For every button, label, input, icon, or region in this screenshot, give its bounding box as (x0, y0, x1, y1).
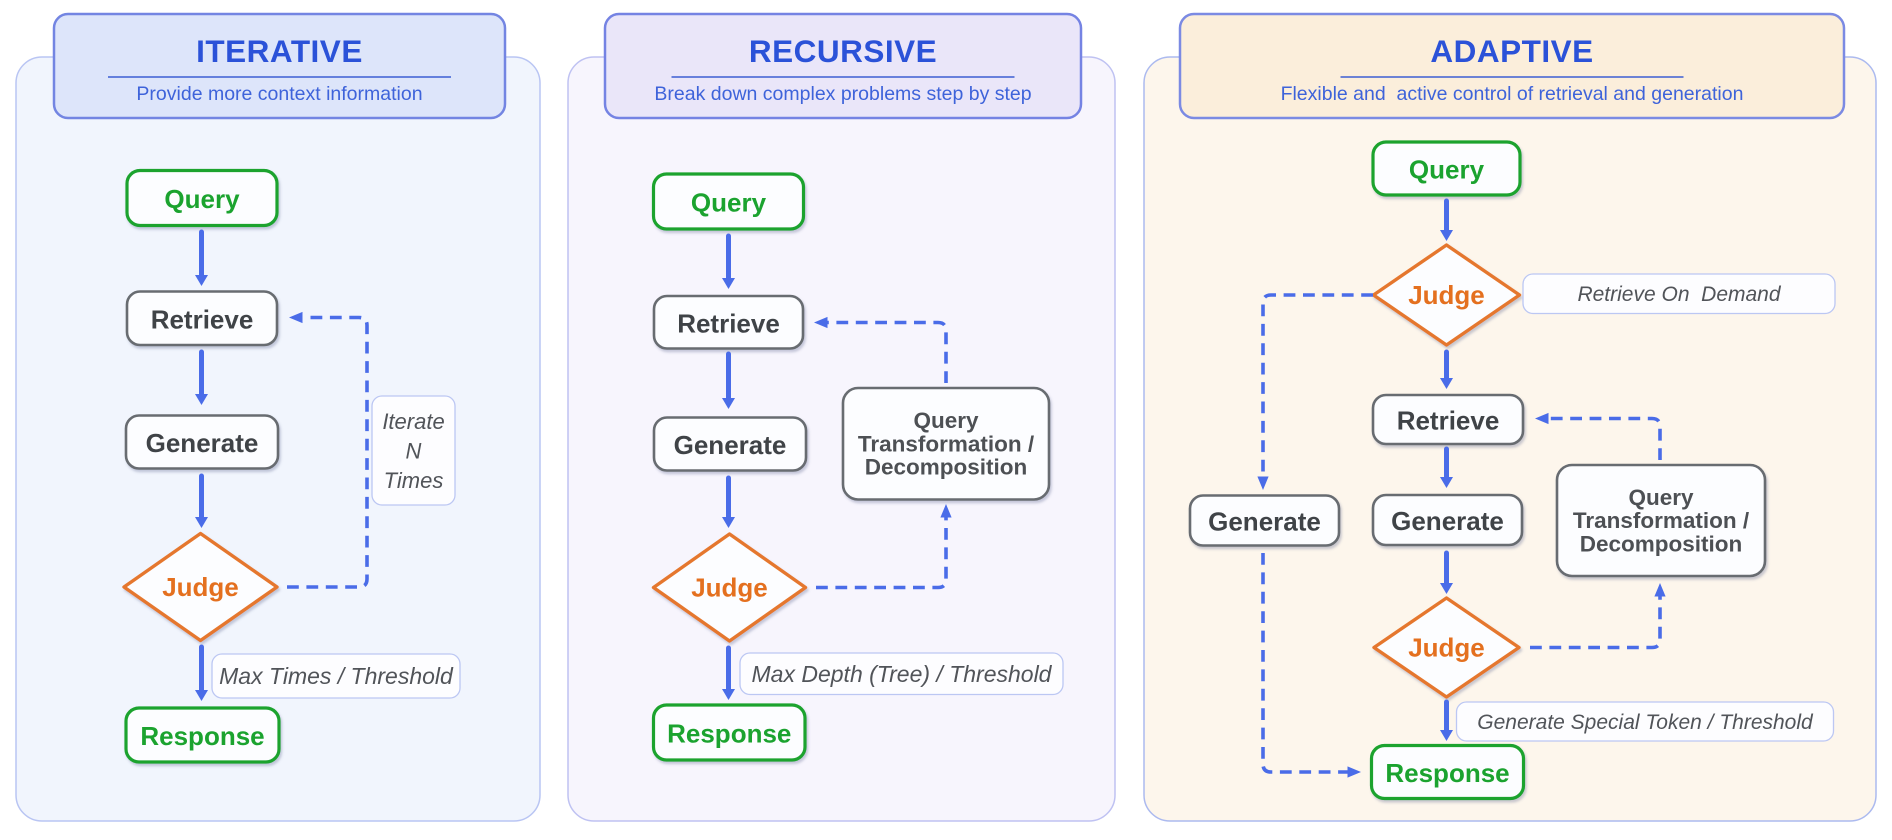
svg-text:Judge: Judge (691, 573, 768, 603)
svg-text:Break down complex problems st: Break down complex problems step by step (654, 83, 1031, 105)
svg-text:Judge: Judge (1408, 280, 1485, 310)
svg-text:Generate: Generate (146, 428, 259, 458)
svg-text:Response: Response (140, 721, 264, 751)
svg-text:Query: Query (1409, 155, 1485, 185)
svg-text:RECURSIVE: RECURSIVE (749, 33, 937, 69)
svg-text:Generate: Generate (1208, 507, 1321, 537)
svg-text:ADAPTIVE: ADAPTIVE (1430, 33, 1593, 69)
svg-text:Retrieve: Retrieve (151, 304, 254, 334)
svg-text:Retrieve: Retrieve (677, 308, 780, 338)
svg-text:Max Times / Threshold: Max Times / Threshold (219, 663, 454, 689)
svg-text:Retrieve On Demand: Retrieve On Demand (1577, 283, 1781, 306)
svg-text:N: N (406, 438, 422, 463)
svg-text:Flexible and active control o: Flexible and active control of retrieval… (1281, 83, 1744, 105)
svg-text:Generate: Generate (674, 430, 787, 460)
svg-text:Generate Special Token / Thres: Generate Special Token / Threshold (1477, 711, 1814, 734)
svg-text:Response: Response (667, 719, 791, 749)
svg-text:Query: Query (164, 184, 240, 214)
svg-text:ITERATIVE: ITERATIVE (196, 33, 363, 69)
svg-text:Query: Query (913, 408, 979, 433)
svg-text:Response: Response (1385, 758, 1509, 788)
svg-text:Decomposition: Decomposition (865, 455, 1028, 480)
svg-text:Provide more context informati: Provide more context information (136, 83, 422, 105)
svg-text:Retrieve: Retrieve (1397, 406, 1500, 436)
svg-text:Transformation /: Transformation / (1573, 508, 1750, 533)
svg-text:Judge: Judge (1408, 633, 1485, 663)
svg-text:Generate: Generate (1391, 506, 1504, 536)
svg-text:Max Depth (Tree) / Threshold: Max Depth (Tree) / Threshold (752, 661, 1053, 687)
svg-text:Transformation /: Transformation / (858, 431, 1035, 456)
svg-text:Times: Times (384, 468, 444, 493)
svg-text:Query: Query (691, 188, 767, 218)
svg-text:Decomposition: Decomposition (1580, 531, 1743, 556)
svg-text:Judge: Judge (162, 572, 239, 602)
svg-text:Query: Query (1628, 485, 1694, 510)
svg-text:Iterate: Iterate (382, 409, 444, 434)
